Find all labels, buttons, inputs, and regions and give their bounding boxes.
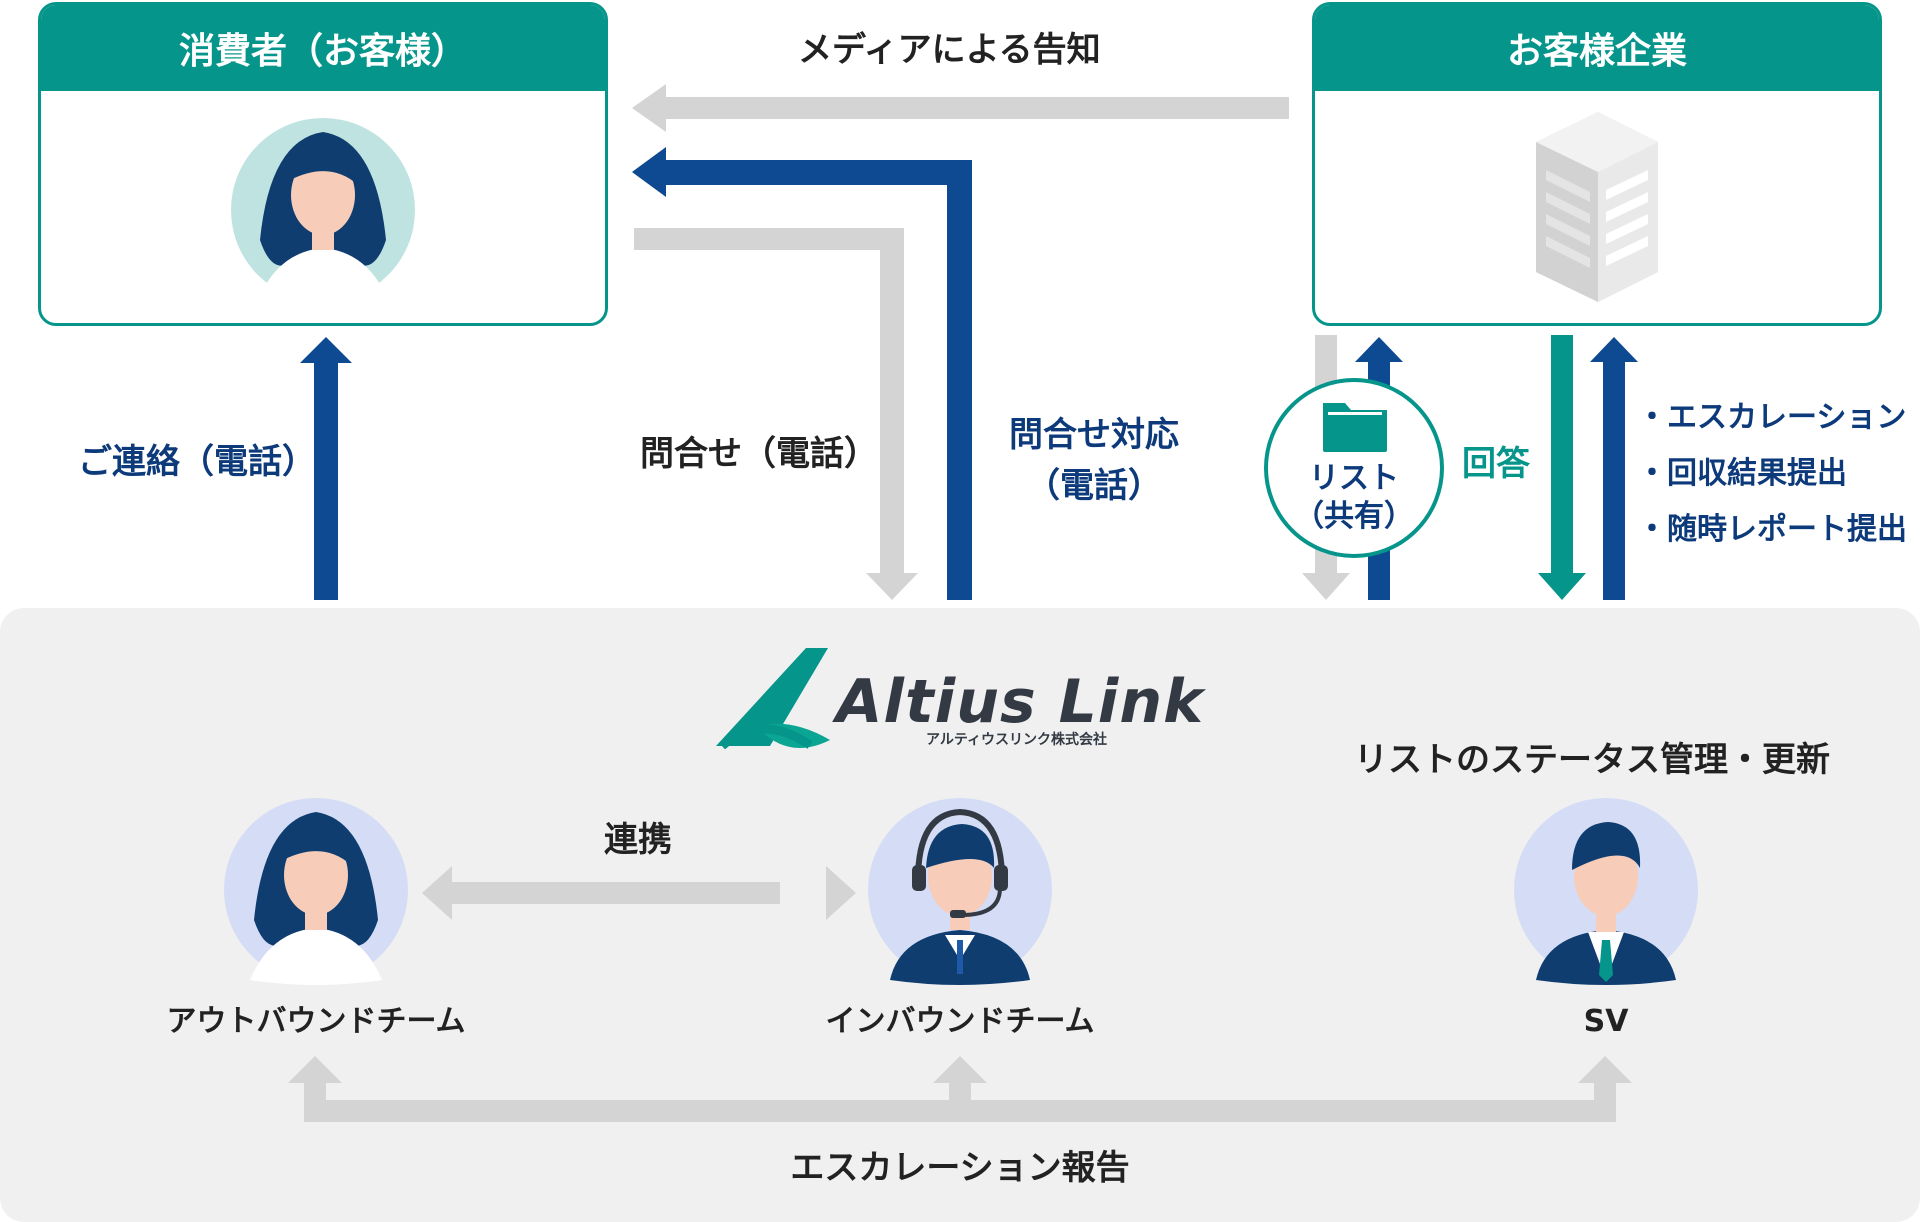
office-building-icon xyxy=(1536,112,1658,302)
client-card-title: お客様企業 xyxy=(1315,5,1879,91)
inquiry-phone-arrow xyxy=(634,228,918,600)
outbound-team-label: アウトバウンドチーム xyxy=(166,1004,466,1039)
consumer-card-title: 消費者（お客様） xyxy=(41,5,605,91)
report-item: ・随時レポート提出 xyxy=(1637,512,1907,547)
altius-link-logo-text: Altius Link xyxy=(836,667,1204,737)
altius-link-logo-subtext: アルティウスリンク株式会社 xyxy=(926,732,1108,748)
media-notice-label: メディアによる告知 xyxy=(798,30,1101,70)
inquiry-response-line1: 問合せ対応 xyxy=(1009,415,1179,455)
supervisor-suit-icon xyxy=(1514,798,1698,985)
answer-arrow xyxy=(1538,335,1586,600)
woman-avatar-icon xyxy=(231,118,415,305)
list-shared-line2: （共有） xyxy=(1294,498,1414,534)
headset-operator-icon xyxy=(868,798,1052,985)
reports-up-arrow xyxy=(1590,337,1638,600)
report-item: ・回収結果提出 xyxy=(1637,456,1847,491)
inbound-team-label: インバウンドチーム xyxy=(825,1004,1095,1039)
escalation-report-label: エスカレーション報告 xyxy=(790,1148,1130,1188)
contact-phone-arrow xyxy=(300,337,352,600)
escalation-report-arrows xyxy=(288,1056,1632,1122)
answer-label: 回答 xyxy=(1462,444,1530,484)
list-shared-label: リスト （共有） xyxy=(1294,460,1414,535)
cooperation-double-arrow xyxy=(422,866,856,920)
woman-avatar-icon xyxy=(224,798,408,985)
inquiry-response-arrow xyxy=(632,147,972,600)
folder-icon xyxy=(1323,403,1387,452)
client-reports-list: ・エスカレーション ・回収結果提出 ・随時レポート提出 xyxy=(1637,390,1907,558)
media-notice-arrow xyxy=(632,84,1289,132)
inquiry-response-label: 問合せ対応 （電話） xyxy=(1009,410,1179,512)
report-item: ・エスカレーション xyxy=(1637,400,1907,435)
list-shared-badge xyxy=(1264,378,1444,558)
sv-label: SV xyxy=(1583,1004,1629,1039)
altius-link-logo xyxy=(716,648,830,750)
list-shared-line1: リスト xyxy=(1309,461,1399,496)
list-status-label: リストのステータス管理・更新 xyxy=(1354,740,1830,780)
inquiry-phone-label: 問合せ（電話） xyxy=(640,434,878,474)
contact-phone-label: ご連絡（電話） xyxy=(78,442,316,482)
inquiry-response-line2: （電話） xyxy=(1026,466,1162,506)
cooperation-label: 連携 xyxy=(604,820,672,860)
